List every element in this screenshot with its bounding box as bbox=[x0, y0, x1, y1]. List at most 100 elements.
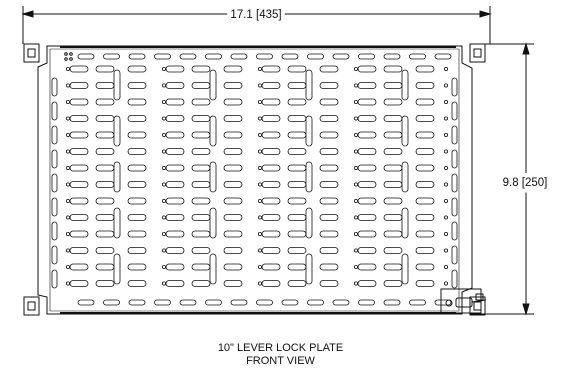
vent-slot-horizontal bbox=[95, 214, 115, 221]
vent-slot-vertical bbox=[451, 173, 458, 193]
vent-slot-horizontal bbox=[415, 82, 435, 89]
vent-slot-horizontal bbox=[103, 299, 120, 306]
vent-slot-horizontal bbox=[77, 53, 95, 60]
vent-slot-horizontal bbox=[319, 197, 339, 205]
vent-slot-horizontal bbox=[415, 181, 435, 188]
vent-slot-horizontal bbox=[223, 148, 243, 155]
vent-slot-horizontal bbox=[165, 82, 185, 89]
vent-slot-horizontal bbox=[69, 181, 89, 188]
vent-slot-horizontal bbox=[165, 181, 185, 188]
vent-slot-horizontal bbox=[319, 82, 339, 89]
vent-slot-horizontal bbox=[191, 98, 211, 106]
vent-slot-horizontal bbox=[223, 98, 243, 106]
plate-inner-edge bbox=[49, 48, 460, 312]
vent-slot-horizontal bbox=[383, 98, 403, 106]
vent-slot-horizontal bbox=[165, 263, 185, 271]
vent-slot-vertical bbox=[209, 161, 217, 193]
vent-slot-horizontal bbox=[383, 164, 403, 172]
vent-slot-horizontal bbox=[261, 98, 281, 106]
vent-slot-horizontal bbox=[357, 197, 377, 205]
vent-slot-vertical bbox=[209, 207, 217, 239]
vent-hole bbox=[161, 215, 166, 220]
vent-slot-horizontal bbox=[287, 197, 307, 205]
vent-slot-horizontal bbox=[287, 230, 307, 238]
lever-lock-mechanism bbox=[440, 288, 487, 314]
vent-hole bbox=[161, 264, 166, 269]
vent-slot-horizontal bbox=[95, 181, 115, 188]
vent-slot-horizontal bbox=[357, 65, 377, 73]
vent-slot-horizontal bbox=[165, 230, 185, 238]
vent-slot-horizontal bbox=[415, 247, 435, 254]
vent-slot-horizontal bbox=[223, 230, 243, 238]
vent-hole bbox=[353, 116, 358, 121]
vent-hole bbox=[161, 182, 166, 187]
vent-hole bbox=[443, 132, 448, 137]
vent-hole bbox=[257, 248, 262, 253]
vent-slot-horizontal bbox=[69, 98, 89, 106]
vent-slot-horizontal bbox=[383, 115, 403, 122]
vent-slot-horizontal bbox=[357, 181, 377, 188]
vent-slot-horizontal bbox=[127, 164, 147, 172]
vent-slot-horizontal bbox=[191, 280, 211, 287]
vent-slot-horizontal bbox=[127, 197, 147, 205]
vent-hole bbox=[353, 149, 358, 154]
vent-slot-horizontal bbox=[223, 197, 243, 205]
vent-slot-horizontal bbox=[223, 131, 243, 139]
height-arrow-bottom bbox=[522, 303, 530, 316]
vent-hole bbox=[257, 264, 262, 269]
vent-slot-horizontal bbox=[95, 65, 115, 73]
vent-slot-horizontal bbox=[69, 280, 89, 287]
vent-slot-vertical bbox=[51, 245, 58, 265]
vent-slot-horizontal bbox=[127, 98, 147, 106]
vent-slot-horizontal bbox=[191, 82, 211, 89]
vent-hole bbox=[353, 281, 358, 286]
vent-slot-horizontal bbox=[357, 214, 377, 221]
vent-hole bbox=[66, 165, 71, 170]
vent-hole bbox=[443, 264, 448, 269]
vent-slot-horizontal bbox=[319, 148, 339, 155]
vent-hole bbox=[257, 281, 262, 286]
vent-slot-horizontal bbox=[261, 82, 281, 89]
vent-slot-horizontal bbox=[415, 65, 435, 73]
vent-slot-horizontal bbox=[69, 115, 89, 122]
vent-slot-horizontal bbox=[307, 53, 324, 60]
vent-slot-horizontal bbox=[319, 115, 339, 122]
vent-slot-horizontal bbox=[319, 181, 339, 188]
vent-slot-horizontal bbox=[357, 148, 377, 155]
vent-hole bbox=[443, 149, 448, 154]
corner-holes bbox=[64, 52, 73, 61]
vent-hole bbox=[257, 83, 262, 88]
vent-slot-horizontal bbox=[415, 214, 435, 221]
vent-slot-horizontal bbox=[191, 164, 211, 172]
vent-hole bbox=[66, 182, 71, 187]
vent-hole bbox=[257, 198, 262, 203]
vent-hole bbox=[161, 248, 166, 253]
vent-slot-horizontal bbox=[165, 214, 185, 221]
vent-slot-horizontal bbox=[383, 82, 403, 89]
vent-hole bbox=[257, 67, 262, 72]
vent-slot-horizontal bbox=[69, 164, 89, 172]
vent-slot-horizontal bbox=[191, 131, 211, 139]
vent-slot-horizontal bbox=[383, 65, 403, 73]
vent-slot-vertical bbox=[305, 207, 313, 239]
vent-slot-horizontal bbox=[332, 299, 350, 306]
vent-slot-horizontal bbox=[261, 115, 281, 122]
vent-slot-horizontal bbox=[165, 164, 185, 172]
vent-hole bbox=[353, 100, 358, 105]
vent-slot-horizontal bbox=[307, 299, 324, 306]
vent-slot-horizontal bbox=[358, 53, 375, 60]
height-dimension-label: 9.8 [250] bbox=[503, 177, 548, 189]
vent-hole bbox=[443, 165, 448, 170]
vent-slot-horizontal bbox=[415, 148, 435, 155]
vent-slot-horizontal bbox=[383, 214, 403, 221]
vent-slot-horizontal bbox=[128, 53, 146, 60]
vent-slot-vertical bbox=[451, 77, 458, 97]
vent-hole bbox=[353, 182, 358, 187]
vent-hole bbox=[443, 182, 448, 187]
vent-slot-horizontal bbox=[127, 65, 147, 73]
vent-hole bbox=[66, 83, 71, 88]
vent-slot-horizontal bbox=[191, 263, 211, 271]
vent-slot-vertical bbox=[305, 69, 313, 101]
vent-slot-horizontal bbox=[415, 230, 435, 238]
